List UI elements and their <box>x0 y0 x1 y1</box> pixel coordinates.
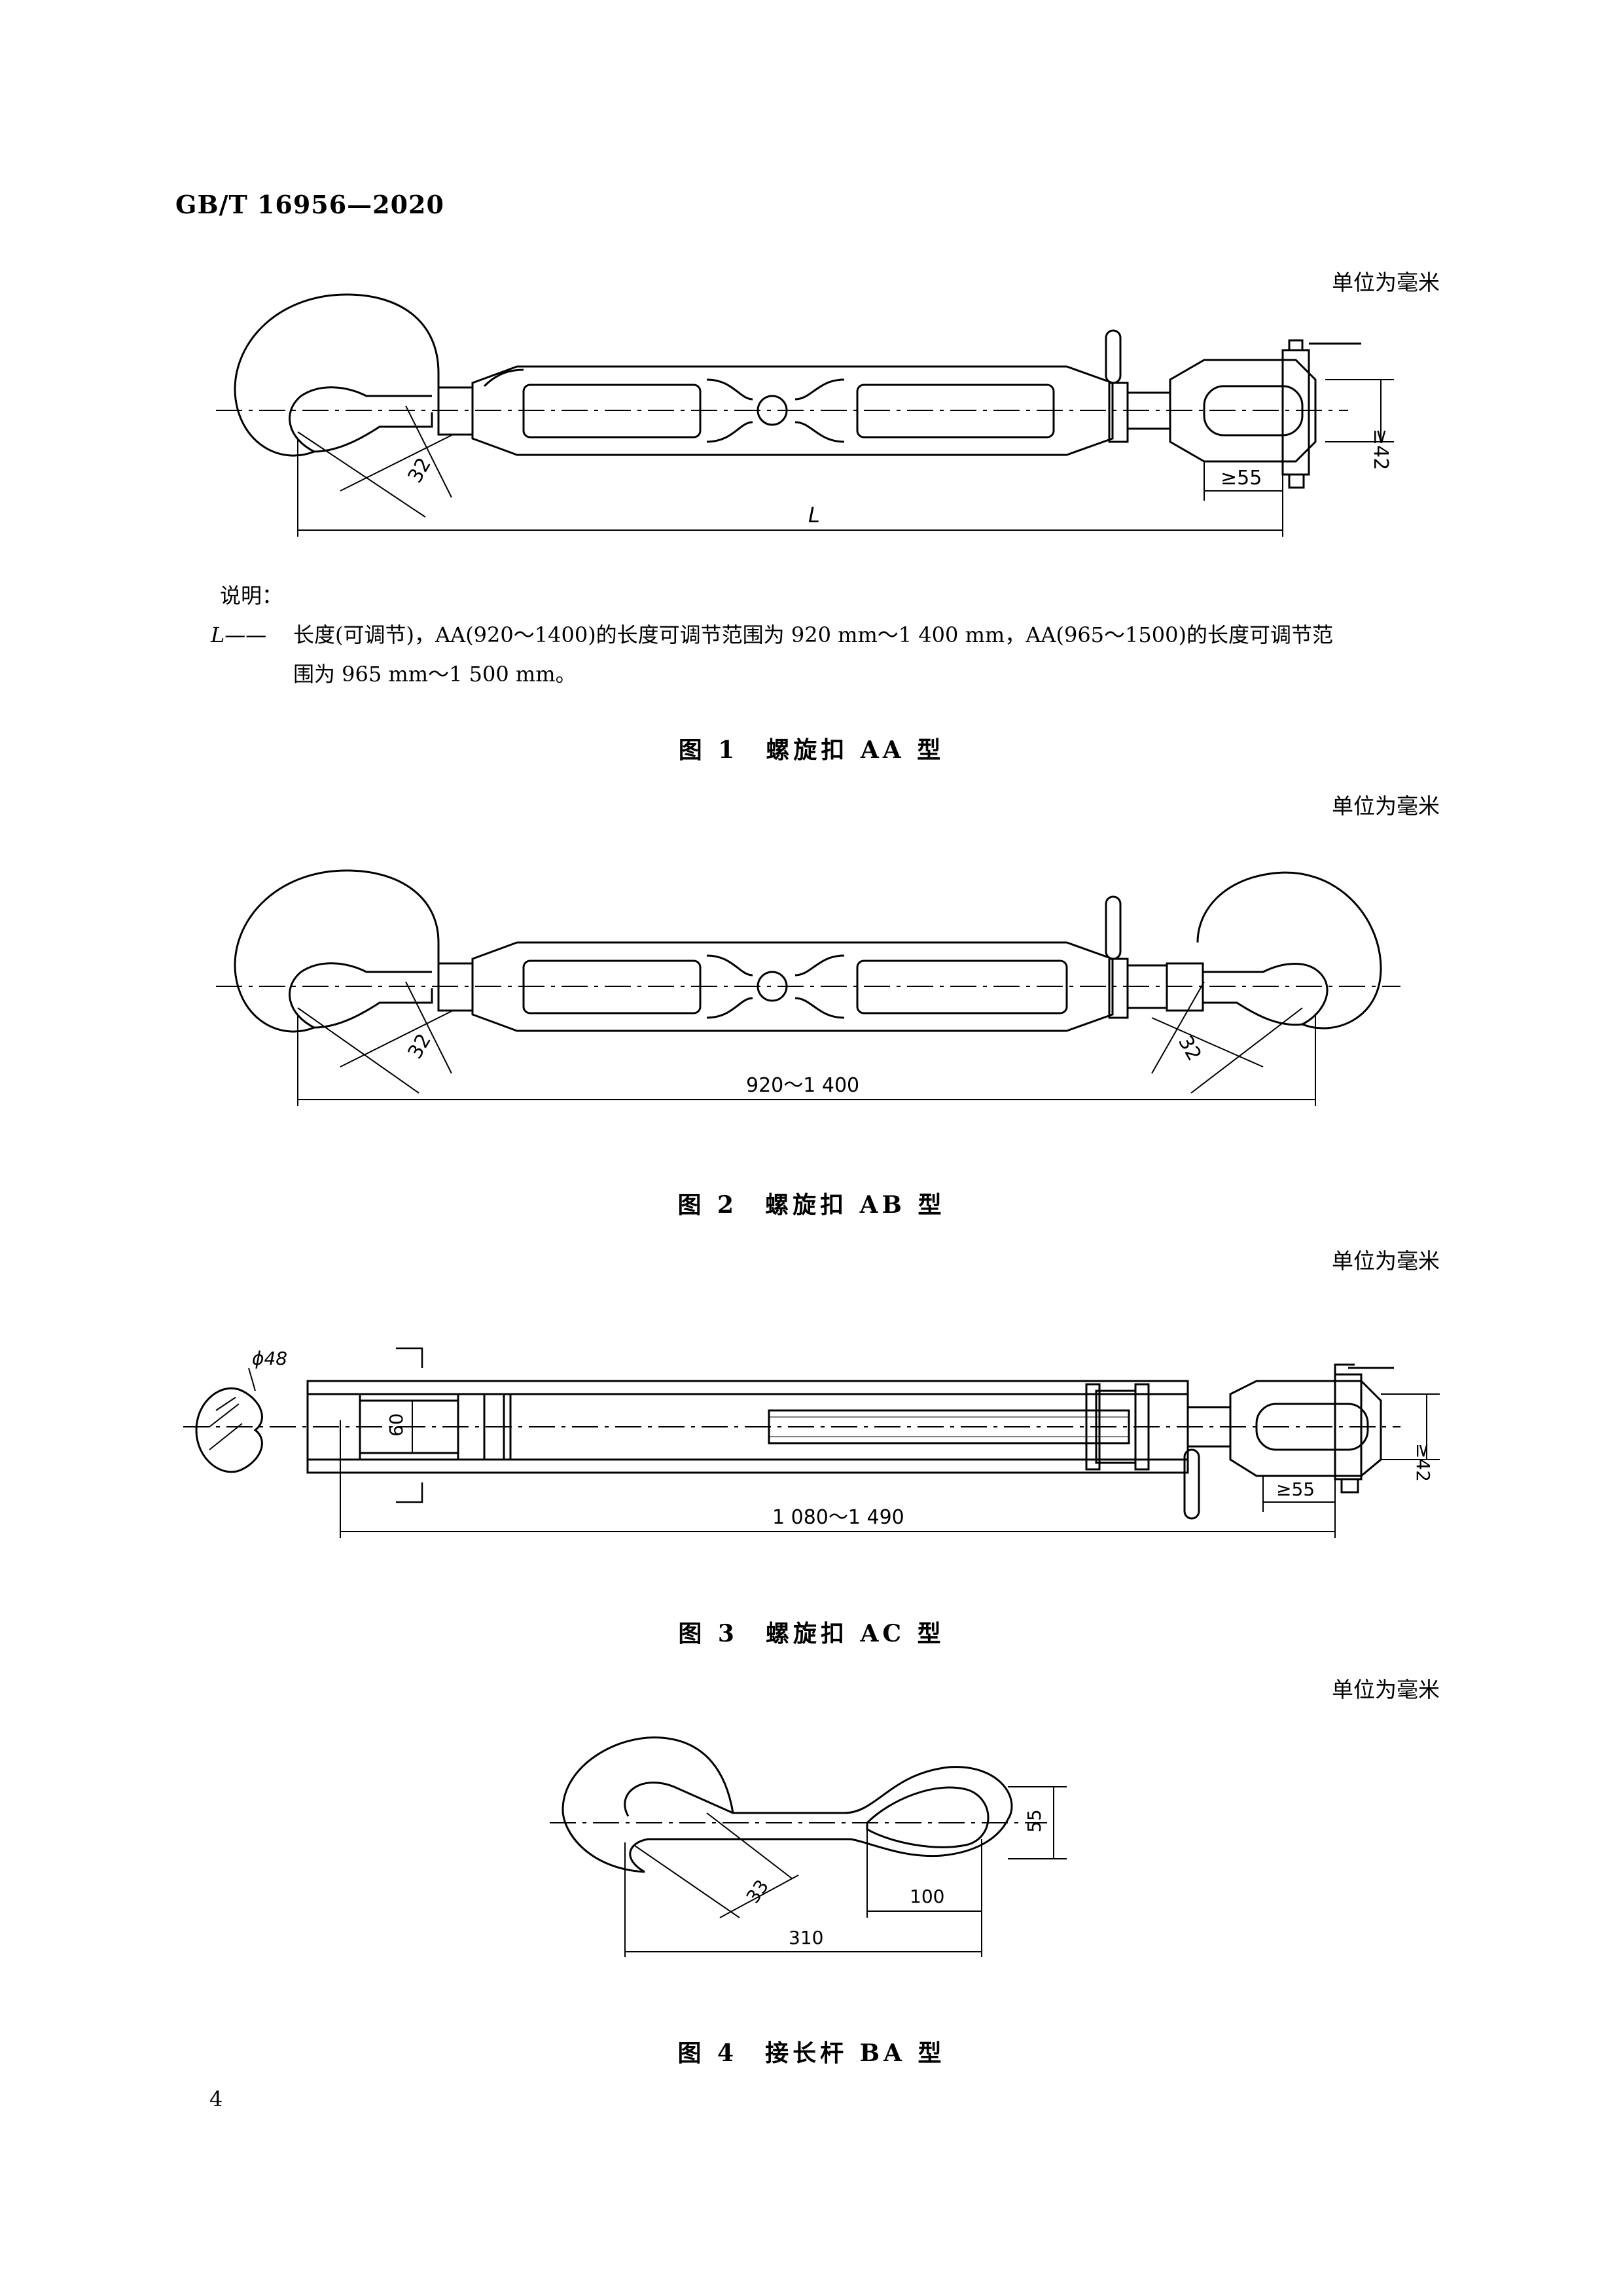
section-view <box>195 1387 263 1473</box>
notes-term: L—— <box>211 622 267 647</box>
eye-opening <box>866 1786 990 1848</box>
figure3-dim-phi48: ϕ48 <box>252 1348 287 1369</box>
figure3-dim-55: ≥55 <box>1276 1479 1315 1500</box>
figure4-dim-55: 55 <box>1024 1809 1045 1833</box>
notes-title: 说明： <box>220 583 283 608</box>
figure4-drawing: 33 55 100 310 <box>550 1736 1067 1957</box>
extension-hook <box>562 1736 1013 1873</box>
page-number: 4 <box>209 2087 223 2111</box>
figure2-dim-32-right: 32 <box>1173 1032 1205 1066</box>
figure3-caption: 图 3 螺旋扣 AC 型 <box>678 1620 945 1647</box>
lock-handle <box>1105 895 1122 960</box>
turnbuckle-body <box>471 365 1114 456</box>
figure3-dim-60: 60 <box>385 1413 407 1437</box>
figure4-caption: 图 4 接长杆 BA 型 <box>677 2039 946 2067</box>
figure1-dim-42: ≥42 <box>1369 429 1392 470</box>
notes-block: 说明： L—— 长度(可调节)，AA(920～1400)的长度可调节范围为 92… <box>211 576 1333 694</box>
hook-left-tip <box>313 412 433 453</box>
lock-handle <box>1183 1448 1200 1520</box>
standard-header: GB/T 16956—2020 <box>175 190 444 219</box>
unit-note-figure2: 单位为毫米 <box>1332 793 1440 819</box>
figure1-dim-32: 32 <box>404 454 436 487</box>
figure3-drawing: ϕ48 60 ≥55 ≥42 1 080～1 490 <box>183 1347 1440 1538</box>
hook-left <box>234 869 440 1033</box>
unit-note-figure1: 单位为毫米 <box>1332 270 1440 295</box>
notes-line2: 围为 965 mm～1 500 mm。 <box>293 662 577 687</box>
figure1-dim-55: ≥55 <box>1221 467 1262 490</box>
unit-note-figure3: 单位为毫米 <box>1332 1248 1440 1274</box>
lock-handle <box>1105 329 1122 384</box>
hook-left <box>234 293 440 457</box>
figure1-caption: 图 1 螺旋扣 AA 型 <box>678 736 945 764</box>
figure2-caption: 图 2 螺旋扣 AB 型 <box>677 1191 946 1219</box>
figure1-dim-L: L <box>808 503 820 528</box>
clevis-right <box>1169 359 1317 463</box>
notes-line1: 长度(可调节)，AA(920～1400)的长度可调节范围为 920 mm～1 4… <box>293 622 1333 647</box>
figure2-dim-32-left: 32 <box>404 1030 436 1063</box>
figure4-dim-100: 100 <box>910 1886 944 1907</box>
figure4-dim-310: 310 <box>789 1927 823 1948</box>
figure2-drawing: 32 32 920～1 400 <box>216 869 1400 1106</box>
clevis-right <box>1229 1380 1382 1477</box>
turnbuckle-body <box>471 941 1114 1032</box>
hook-right <box>1196 871 1382 1030</box>
figure1-drawing: 32 ≥55 ≥42 L <box>216 293 1394 537</box>
figure3-dim-42: ≥42 <box>1412 1443 1434 1482</box>
unit-note-figure4: 单位为毫米 <box>1332 1677 1440 1702</box>
figure3-dim-length: 1 080～1 490 <box>772 1506 904 1529</box>
figure2-dim-length: 920～1 400 <box>746 1074 859 1097</box>
